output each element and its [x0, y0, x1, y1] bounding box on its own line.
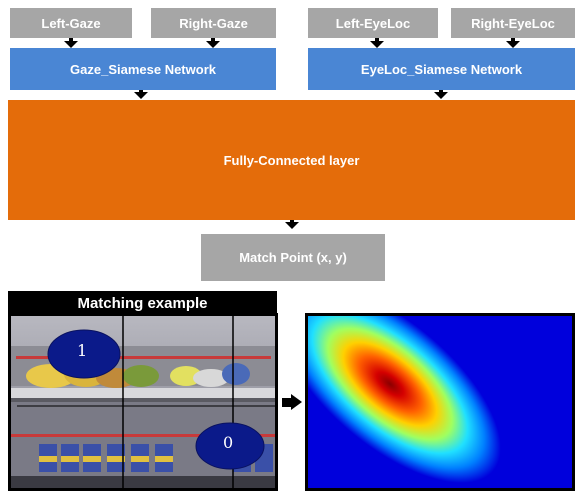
fc-layer-label: Fully-Connected layer — [223, 152, 360, 168]
arrow-stem — [69, 38, 73, 42]
arrow-stem — [211, 38, 215, 42]
heatmap — [308, 316, 572, 488]
arrow-down-icon — [206, 41, 220, 48]
fully-connected-layer: Fully-Connected layer — [8, 100, 575, 220]
heatmap-panel — [305, 313, 575, 491]
gaze-network-label: Gaze_Siamese Network — [70, 61, 216, 77]
arrow-down-icon — [134, 92, 148, 99]
arrow-stem — [375, 38, 379, 42]
gaze-siamese-network: Gaze_Siamese Network — [10, 48, 276, 90]
marker-1 — [47, 329, 121, 379]
arrow-stem — [139, 90, 143, 93]
right-gaze-label: Right-Gaze — [179, 15, 248, 31]
left-eyeloc-label: Left-EyeLoc — [335, 15, 411, 31]
right-eyeloc-label: Right-EyeLoc — [471, 15, 555, 31]
matching-example-label: Matching example — [77, 294, 208, 312]
left-gaze-label: Left-Gaze — [41, 15, 101, 31]
match-point-label: Match Point (x, y) — [239, 250, 347, 265]
left-gaze-input: Left-Gaze — [10, 8, 132, 38]
marker-0 — [195, 422, 265, 470]
arrow-down-icon — [434, 92, 448, 99]
marker-0-label: 0 — [223, 433, 234, 452]
arrow-down-icon — [285, 222, 299, 229]
shelf-photo-panel: 1 0 — [8, 313, 278, 491]
right-eyeloc-input: Right-EyeLoc — [451, 8, 575, 38]
marker-1-label: 1 — [77, 341, 88, 360]
arrow-down-icon — [370, 41, 384, 48]
shelf-photo — [11, 316, 275, 488]
arrow-stem — [439, 90, 443, 93]
eyeloc-network-label: EyeLoc_Siamese Network — [360, 61, 523, 77]
match-point-output: Match Point (x, y) — [201, 234, 385, 281]
arrow-down-icon — [64, 41, 78, 48]
arrow-right-icon — [291, 394, 302, 410]
right-gaze-input: Right-Gaze — [151, 8, 276, 38]
arrow-down-icon — [506, 41, 520, 48]
arrow-stem — [282, 398, 292, 407]
left-eyeloc-input: Left-EyeLoc — [308, 8, 438, 38]
matching-example-title: Matching example — [8, 291, 277, 315]
eyeloc-siamese-network: EyeLoc_Siamese Network — [308, 48, 575, 90]
arrow-stem — [290, 220, 294, 223]
arrow-stem — [511, 38, 515, 42]
